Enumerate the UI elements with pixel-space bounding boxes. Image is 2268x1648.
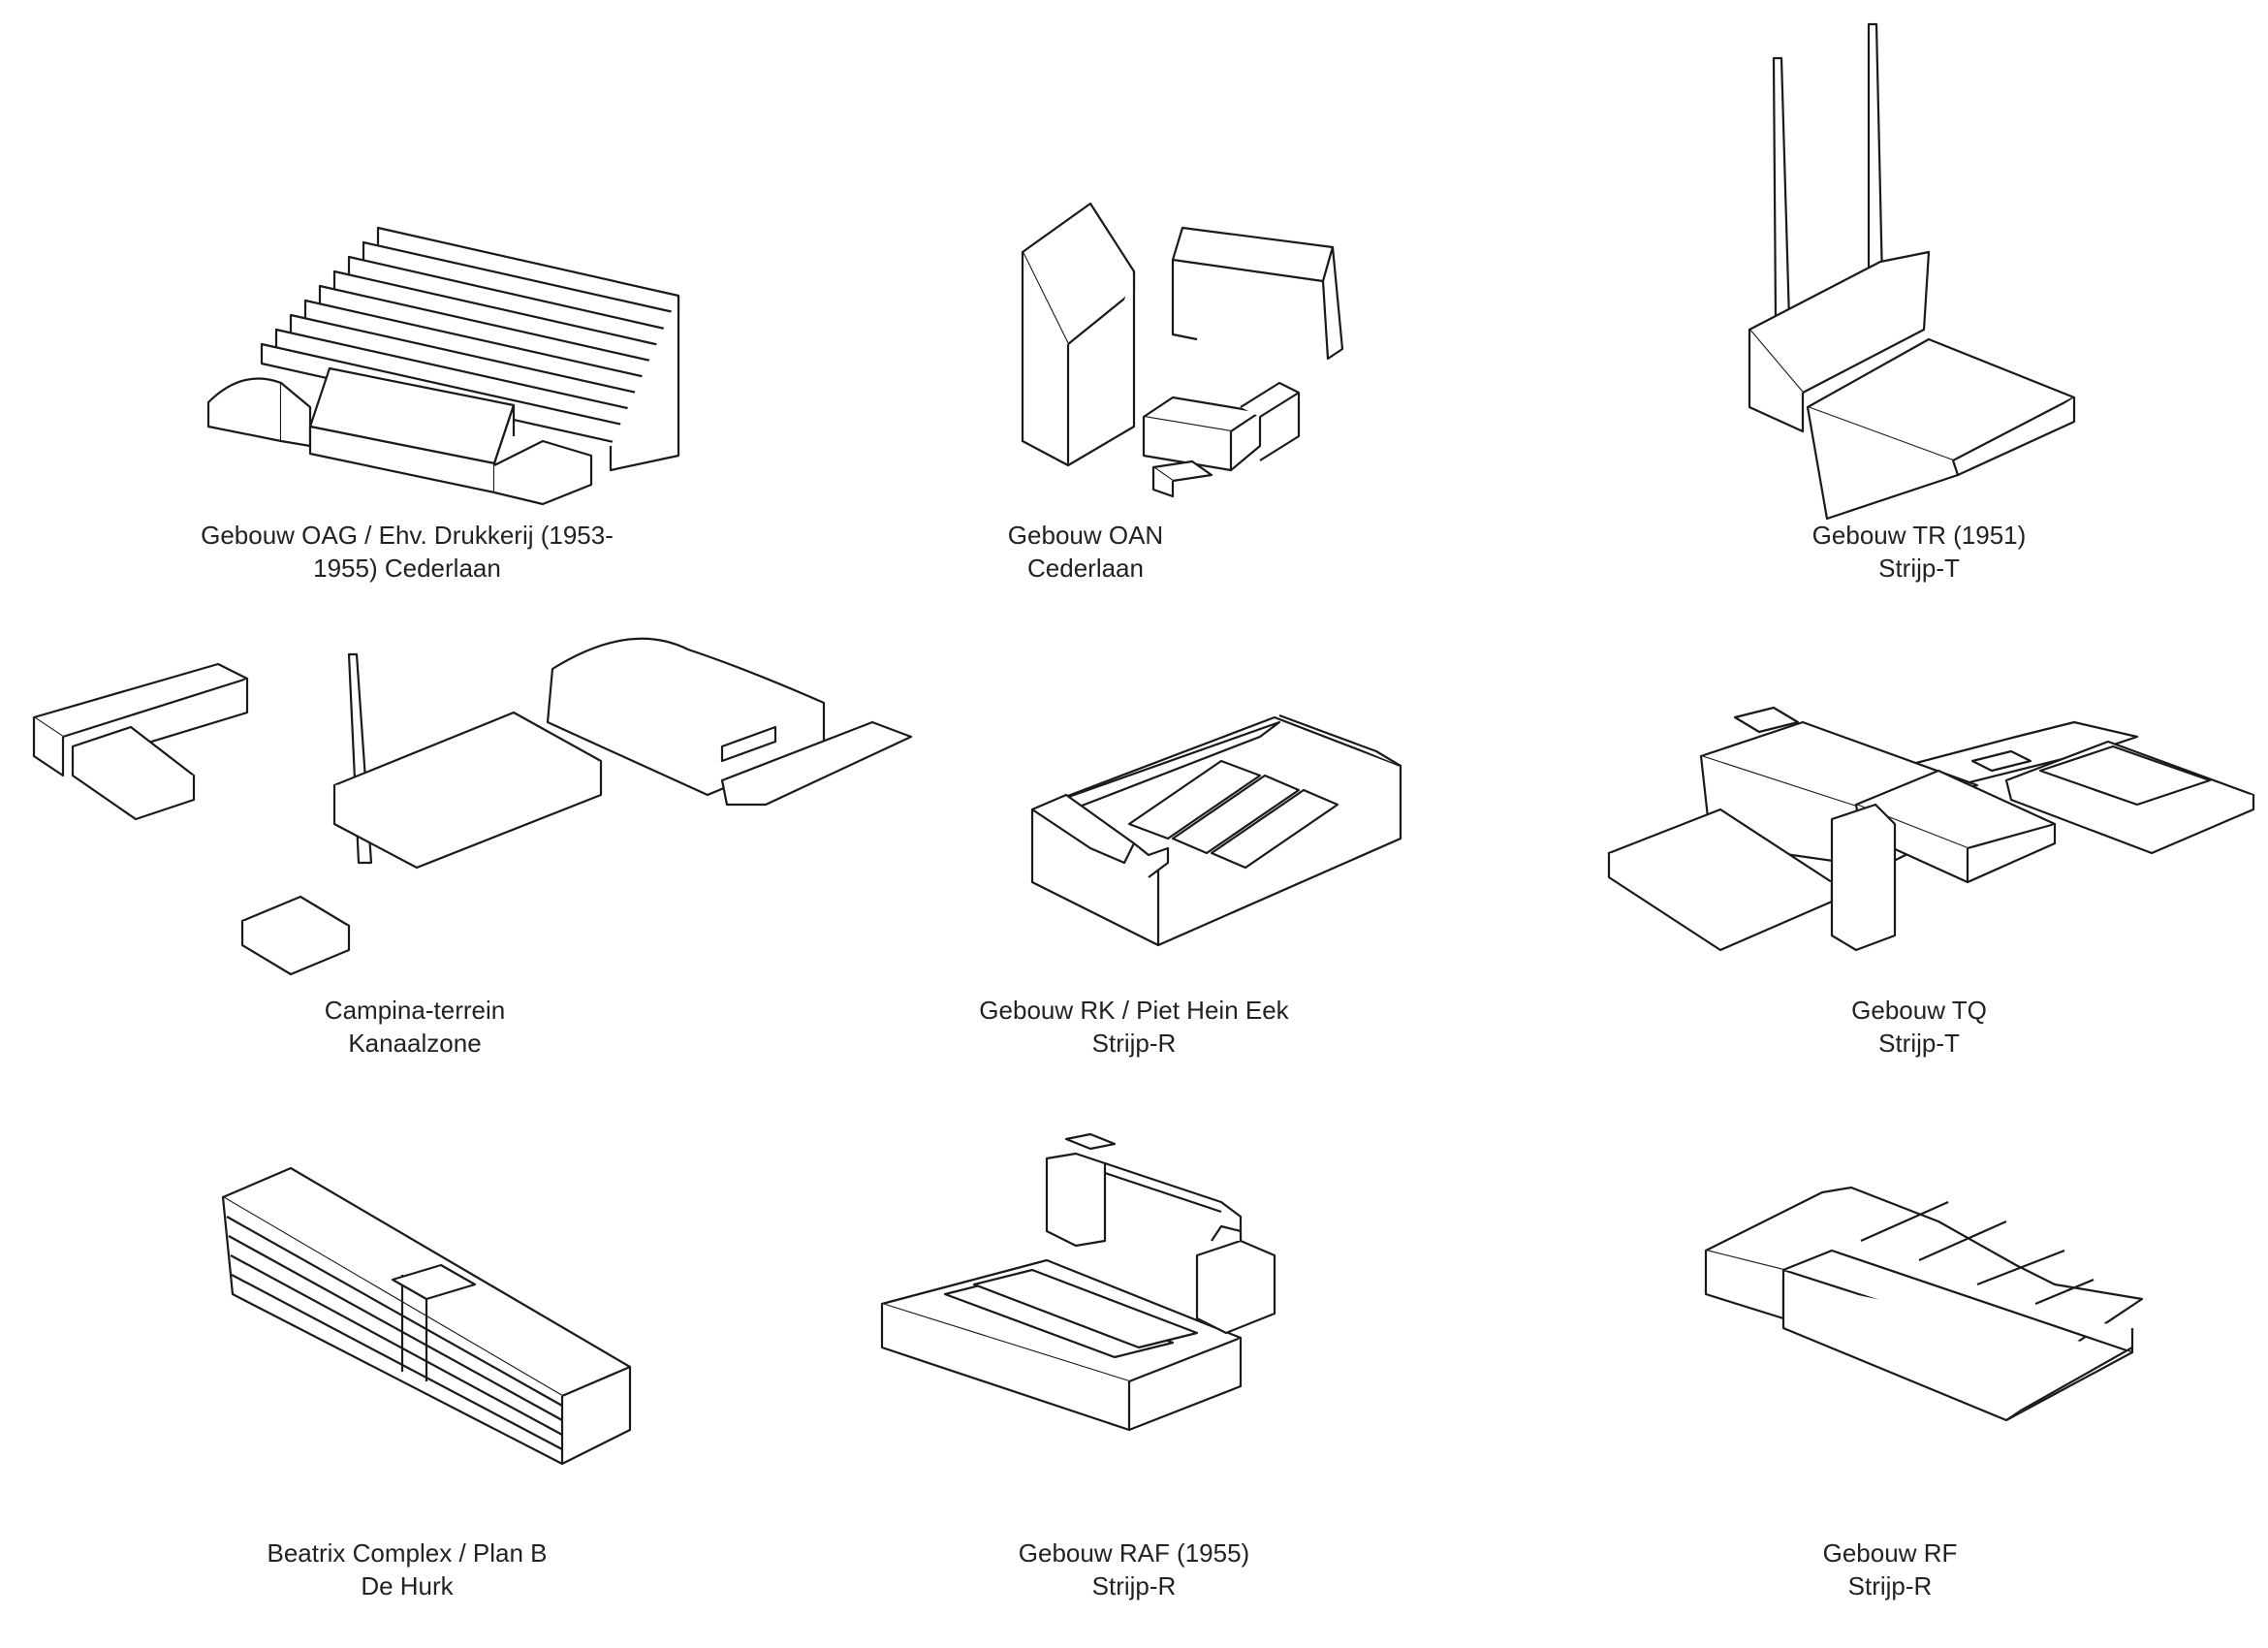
- caption-line-2: Strijp-R: [1091, 1029, 1177, 1058]
- caption-line-2: Strijp-T: [1878, 554, 1960, 583]
- building-tq-drawing: [1607, 706, 2255, 952]
- building-oan-drawing: [1021, 202, 1344, 498]
- caption-line-1: Gebouw TQ: [1851, 996, 1987, 1025]
- caption-line-2: 1955) Cederlaan: [313, 554, 501, 583]
- building-campina-drawing: [32, 637, 913, 976]
- building-raf: Gebouw RAF (1955) Strijp-R: [756, 1086, 1512, 1648]
- caption-line-1: Campina-terrein: [324, 996, 506, 1025]
- building-beatrix: Beatrix Complex / Plan B De Hurk: [0, 1086, 756, 1648]
- caption-line-1: Gebouw RF: [1822, 1538, 1958, 1568]
- caption-line-2: Kanaalzone: [348, 1029, 482, 1058]
- caption-line-1: Gebouw OAG / Ehv. Drukkerij (1953-: [201, 521, 614, 550]
- building-tq: Gebouw TQ Strijp-T: [1512, 601, 2268, 1086]
- caption-line-1: Gebouw OAN: [1007, 521, 1164, 550]
- caption-line-2: Strijp-R: [1847, 1571, 1933, 1600]
- caption-line-2: Strijp-R: [1091, 1571, 1177, 1600]
- building-tr: Gebouw TR (1951) Strijp-T: [1512, 0, 2268, 601]
- building-tr-drawing: [1748, 22, 2076, 521]
- building-campina: Campina-terrein Kanaalzone: [0, 601, 913, 1086]
- building-raf-drawing: [880, 1132, 1276, 1432]
- building-beatrix-drawing: [221, 1166, 632, 1466]
- caption-line-1: Gebouw RK / Piet Hein Eek: [979, 996, 1289, 1025]
- building-rk-drawing: [1030, 713, 1402, 947]
- caption-line-2: De Hurk: [361, 1571, 454, 1600]
- caption-line-1: Gebouw TR (1951): [1811, 521, 2027, 550]
- caption-line-1: Beatrix Complex / Plan B: [267, 1538, 548, 1568]
- building-oag-drawing: [206, 226, 680, 506]
- building-oan: Gebouw OAN Cederlaan: [756, 0, 1512, 601]
- building-rf-drawing: [1704, 1186, 2144, 1422]
- building-oag: Gebouw OAG / Ehv. Drukkerij (1953- 1955)…: [0, 0, 756, 601]
- caption-line-1: Gebouw RAF (1955): [1018, 1538, 1250, 1568]
- caption-line-2: Strijp-T: [1878, 1029, 1960, 1058]
- caption-line-2: Cederlaan: [1027, 554, 1144, 583]
- building-rf: Gebouw RF Strijp-R: [1512, 1086, 2268, 1648]
- building-rk: Gebouw RK / Piet Hein Eek Strijp-R: [756, 601, 1512, 1086]
